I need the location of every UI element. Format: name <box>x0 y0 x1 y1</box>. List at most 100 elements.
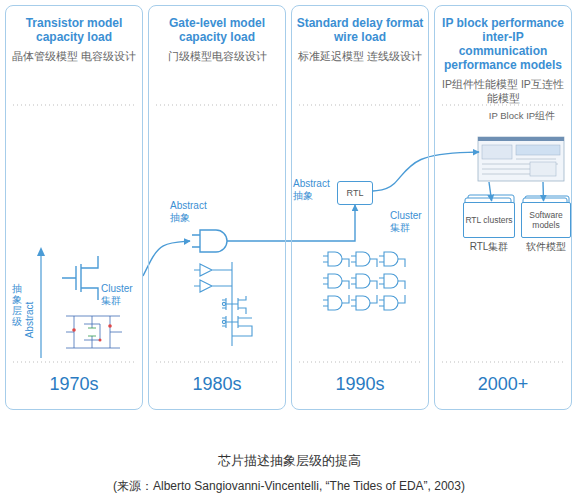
transistor-schematic-stroke <box>88 328 96 336</box>
gate-array-schematic-stroke <box>356 252 370 266</box>
stacked-sheets <box>465 195 569 234</box>
axis-label: 抽象层级 <box>12 283 22 327</box>
and-gate-symbol <box>192 230 286 252</box>
era-heading: Standard delay format wire load <box>296 16 424 44</box>
gate-transistor-circuit-stroke <box>222 302 225 305</box>
abstraction-axis <box>37 247 45 358</box>
era-panel: IP block performance inter-IP communicat… <box>434 5 572 410</box>
era-heading: Gate-level model capacity load <box>153 16 281 44</box>
ip-block-screenshot-stroke <box>478 137 564 141</box>
flow-arrow <box>542 182 544 201</box>
gate-array-schematic-stroke <box>351 256 377 267</box>
ip-block-screenshot-stroke <box>478 137 564 181</box>
gate-array-schematic-stroke <box>356 274 370 288</box>
gate-array-schematic-stroke <box>328 296 342 310</box>
era-year: 2000+ <box>435 374 571 395</box>
dotted-separator-stroke <box>442 361 564 362</box>
dotted-separator-stroke <box>13 361 135 362</box>
gate-array-schematic-stroke <box>384 296 398 310</box>
box-caption: RTL集群 <box>456 241 522 253</box>
dotted-separator-stroke <box>299 104 421 105</box>
transistor-schematic-stroke <box>99 339 102 342</box>
box-caption: 软件模型 <box>514 241 578 253</box>
ip-block-screenshot <box>478 137 564 181</box>
dotted-separator <box>13 105 564 362</box>
software-model-box: Software models软件模型 <box>521 202 571 238</box>
transistor-schematic <box>66 316 122 348</box>
dotted-separator-stroke <box>156 104 278 105</box>
gate-transistor-circuit <box>194 262 252 346</box>
era-heading-cn: 标准延迟模型 连线级设计 <box>296 49 424 63</box>
era-heading: Transistor model capacity load <box>10 16 138 44</box>
era-heading-cn: IP组件性能模型 IP互连性能模型 <box>439 77 567 105</box>
dotted-separator-stroke <box>156 361 278 362</box>
abstraction-axis-stroke <box>40 254 41 358</box>
source-note: (来源：Alberto Sangiovanni-Vincentelli, “Th… <box>0 478 578 495</box>
stacked-sheets-stroke <box>465 198 511 234</box>
gate-transistor-circuit-stroke <box>194 270 232 292</box>
box-label: RTL <box>347 188 364 199</box>
abstract-label: Abstract 抽象 <box>170 200 214 224</box>
gate-array-schematic-stroke <box>379 278 405 289</box>
transistor-symbol <box>62 256 98 300</box>
cluster-label: Cluster 集群 <box>390 210 428 234</box>
rtl-box: RTL <box>337 181 373 205</box>
cluster-label: Cluster 集群 <box>101 283 141 307</box>
flow-arrow <box>373 152 479 191</box>
gate-array-schematic-stroke <box>384 252 398 266</box>
stacked-sheets-stroke <box>523 198 567 234</box>
box-label: RTL clusters <box>465 215 512 225</box>
ip-block-screenshot-stroke <box>516 145 560 155</box>
gate-array-schematic-stroke <box>351 295 377 306</box>
era-year: 1970s <box>6 374 142 395</box>
gate-array-schematic-stroke <box>323 256 349 267</box>
gate-array-schematic-stroke <box>379 256 405 267</box>
gate-array-schematic-stroke <box>323 295 349 306</box>
gate-transistor-circuit-stroke <box>232 316 252 336</box>
block-heading: IP Block IP组件 <box>469 110 575 122</box>
rtl-cluster-box: RTL clustersRTL集群 <box>463 202 515 238</box>
transistor-schematic-stroke <box>66 316 122 348</box>
gate-array-schematic-stroke <box>379 295 405 306</box>
gate-transistor-circuit-stroke <box>222 316 232 328</box>
ip-block: IP Block IP组件 <box>479 138 565 182</box>
ip-block-screenshot-stroke <box>482 145 512 159</box>
era-year: 1980s <box>149 374 285 395</box>
transistor-schematic-stroke <box>108 324 112 328</box>
ip-block-screenshot-stroke <box>530 162 556 176</box>
gate-transistor-circuit-stroke <box>200 264 232 276</box>
box-label: Software models <box>522 210 570 230</box>
gate-array-schematic-stroke <box>356 296 370 310</box>
axis-label: Abstract <box>24 295 36 345</box>
gate-transistor-circuit-stroke <box>232 296 246 314</box>
flow-arrow <box>286 205 355 241</box>
abstraction-axis-stroke <box>37 247 45 256</box>
gate-transistor-circuit-stroke <box>222 320 225 323</box>
era-heading-cn: 门级模型电容级设计 <box>153 49 281 63</box>
dotted-separator-stroke <box>299 361 421 362</box>
transistor-symbol-stroke <box>62 256 98 300</box>
gate-array-schematic-stroke <box>328 274 342 288</box>
era-heading-cn: 晶体管级模型 电容级设计 <box>10 49 138 63</box>
gate-transistor-circuit-stroke <box>222 298 232 310</box>
flow-arrow <box>489 182 492 201</box>
transistor-schematic-stroke <box>72 328 76 332</box>
and-gate-symbol-stroke <box>192 235 286 247</box>
gate-array-schematic <box>323 252 405 310</box>
dotted-separator-stroke <box>442 104 564 105</box>
and-gate-symbol-stroke <box>200 230 227 252</box>
era-panel: Transistor model capacity load 晶体管级模型 电容级… <box>5 5 143 410</box>
gate-array-schematic-stroke <box>328 252 342 266</box>
abstract-label: Abstract 抽象 <box>293 178 335 202</box>
gate-array-schematic-stroke <box>384 274 398 288</box>
dotted-separator-stroke <box>13 104 135 105</box>
gate-array-schematic-stroke <box>351 278 377 289</box>
flow-arrow <box>143 241 190 276</box>
figure-caption: 芯片描述抽象层级的提高 <box>0 452 578 470</box>
era-panel: Standard delay format wire load 标准延迟模型 连线… <box>291 5 429 410</box>
gate-array-schematic-stroke <box>323 278 349 289</box>
era-panel: Gate-level model capacity load 门级模型电容级设计 1… <box>148 5 286 410</box>
